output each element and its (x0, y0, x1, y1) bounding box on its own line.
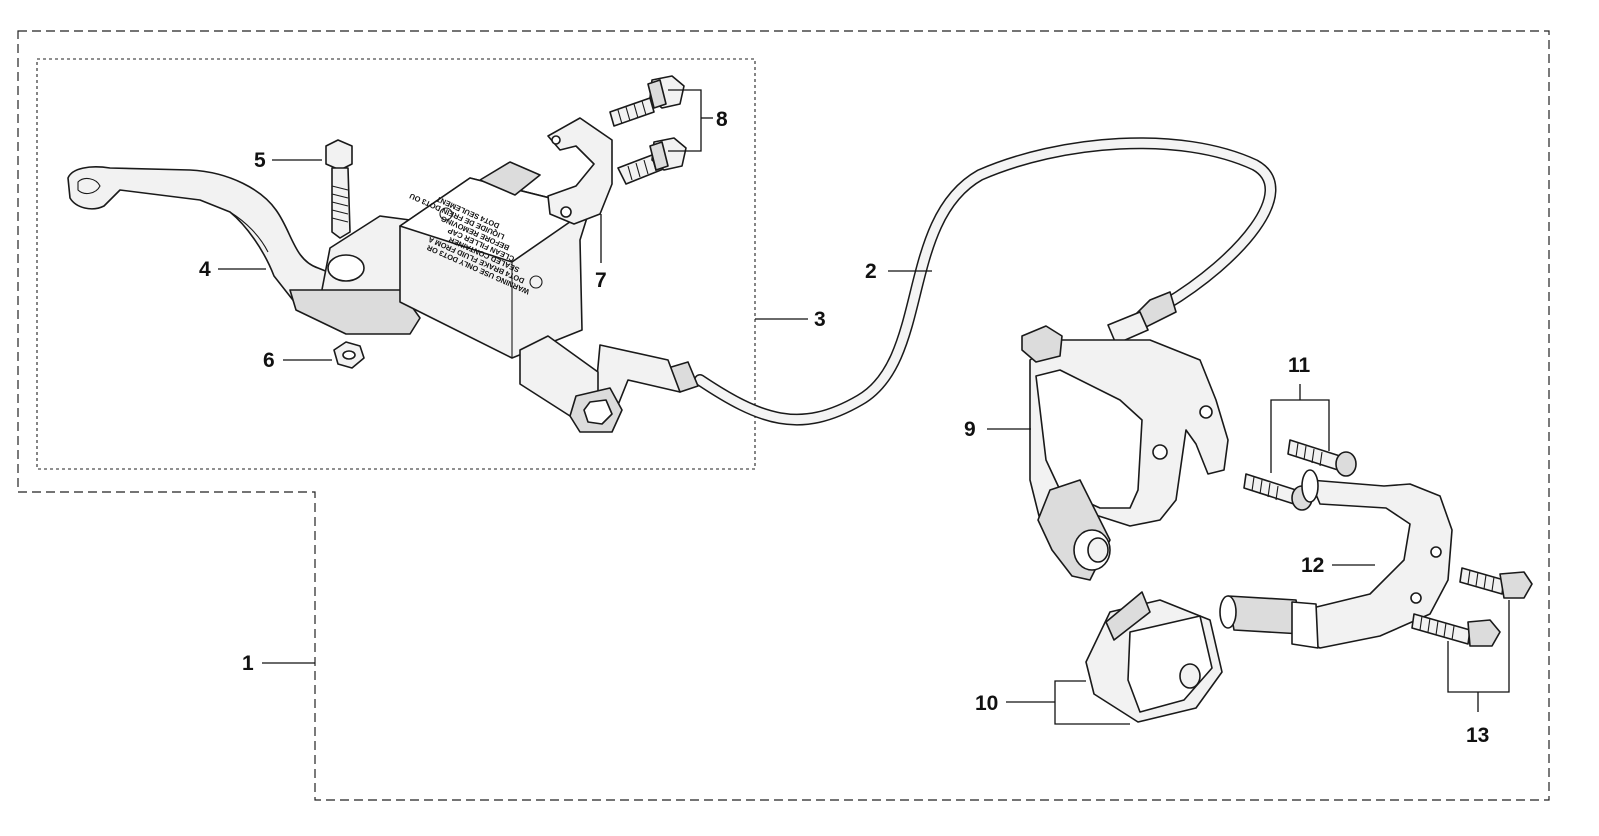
callout-10: 10 (975, 692, 998, 715)
clamp-bolt-upper (609, 75, 685, 127)
callout-2: 2 (865, 260, 877, 283)
assembly-1-boundary (17, 30, 1550, 801)
caliper-bracket (1219, 469, 1453, 649)
brake-pads (1085, 591, 1223, 723)
leader-lines (218, 89, 1510, 725)
callout-13: 13 (1466, 724, 1489, 747)
clamp-bolt-lower (617, 137, 687, 185)
callout-9: 9 (964, 418, 976, 441)
callout-8: 8 (716, 108, 728, 131)
callout-4: 4 (199, 258, 211, 281)
bracket-bolt-upper (1459, 567, 1533, 599)
bracket-bolt-lower (1411, 613, 1501, 647)
brake-caliper (1021, 325, 1229, 581)
callout-7: 7 (595, 269, 607, 292)
callout-6: 6 (263, 349, 275, 372)
callout-12: 12 (1301, 554, 1324, 577)
callout-5: 5 (254, 149, 266, 172)
handlebar-clamp (547, 117, 613, 225)
callout-1: 1 (242, 652, 254, 675)
callout-labels: 1 2 3 4 5 6 7 8 9 10 11 12 13 (199, 108, 1489, 747)
lever-pivot-bolt (325, 139, 353, 239)
master-cylinder-body: WARNING USE ONLY DOT3 OR DOT4 BRAKE FLUI… (289, 161, 623, 433)
callout-11: 11 (1288, 354, 1311, 377)
brake-lever (67, 166, 339, 305)
caliper-bolt-upper (1287, 439, 1357, 477)
lever-pivot-nut (333, 341, 365, 369)
caliper-bolt-lower (1243, 473, 1313, 511)
callout-3: 3 (814, 308, 826, 331)
